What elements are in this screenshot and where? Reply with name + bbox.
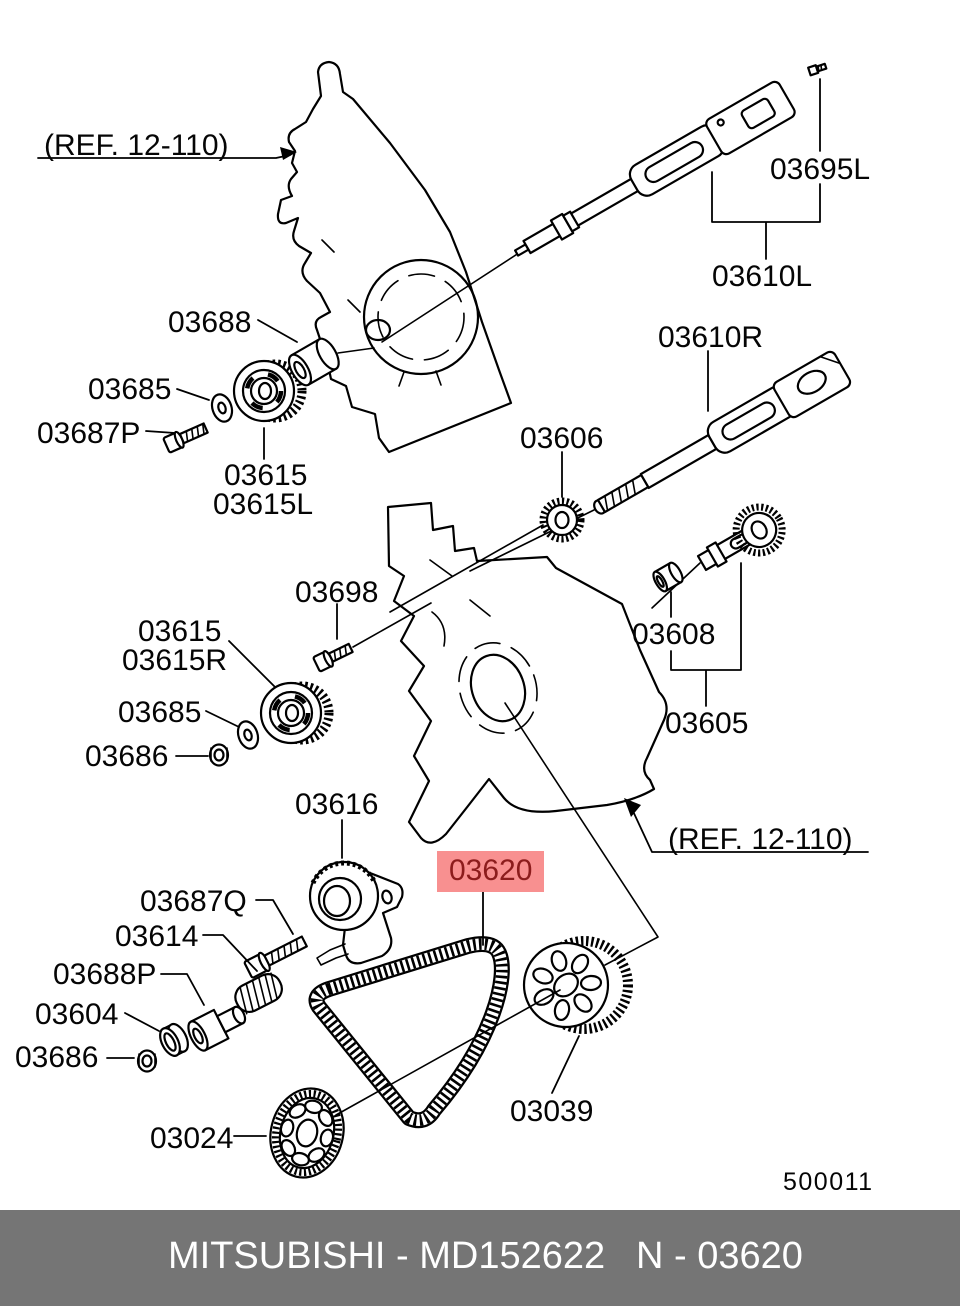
ref-label-top: (REF. 12-110) — [44, 129, 229, 162]
footer-part-number: N - 03620 — [636, 1235, 803, 1278]
part-label-03614[interactable]: 03614 — [115, 920, 199, 953]
part-label-03687Q[interactable]: 03687Q — [140, 885, 247, 918]
gear-03606-drawing — [539, 497, 585, 543]
balance-shaft-left-drawing — [514, 80, 796, 257]
part-label-03604[interactable]: 03604 — [35, 998, 119, 1031]
pivot-03688P-drawing — [187, 1005, 247, 1052]
footer-bar: MITSUBISHI - MD152622 N - 03620 — [0, 1210, 960, 1306]
part-label-03695L[interactable]: 03695L — [770, 153, 871, 186]
nut-03686-mid-drawing — [208, 743, 230, 767]
bolt-03687P-drawing — [162, 422, 209, 454]
part-label-03616[interactable]: 03616 — [295, 788, 379, 821]
bolt-03695L-drawing — [807, 62, 828, 77]
front-case-drawing — [276, 60, 513, 454]
timing-gear-right-drawing — [259, 681, 334, 745]
part-label-03698[interactable]: 03698 — [295, 576, 379, 609]
part-label-03610L[interactable]: 03610L — [712, 260, 813, 293]
part-label-03608[interactable]: 03608 — [632, 618, 716, 651]
ref-label-bottom: (REF. 12-110) — [668, 823, 853, 856]
part-label-03688P[interactable]: 03688P — [53, 958, 157, 991]
part-label-03605[interactable]: 03605 — [665, 707, 749, 740]
leader-lines — [37, 78, 869, 1137]
bolt-03698-drawing — [312, 642, 354, 673]
seal-03604-drawing — [159, 1022, 189, 1057]
tensioner-03616-drawing — [308, 860, 404, 966]
crankshaft-sprocket-drawing — [269, 1087, 345, 1179]
part-label-03615R[interactable]: 03615R — [122, 644, 228, 677]
part-label-03620-highlighted[interactable]: 03620 — [437, 851, 545, 892]
lower-case-drawing — [386, 501, 668, 844]
part-label-03615L[interactable]: 03615L — [213, 488, 314, 521]
part-label-03615-right[interactable]: 03615 — [138, 615, 222, 648]
spring-03614-drawing — [234, 972, 283, 1015]
bushing-03608-drawing — [652, 561, 684, 593]
drawing-number: 500011 — [783, 1168, 874, 1196]
nut-03686-bottom-drawing — [136, 1049, 158, 1073]
camshaft-sprocket-drawing — [522, 936, 633, 1034]
part-label-03610R[interactable]: 03610R — [658, 321, 764, 354]
part-label-03688[interactable]: 03688 — [168, 306, 252, 339]
bearing-03688-drawing — [287, 337, 340, 387]
washer-03685-mid-drawing — [236, 720, 260, 750]
timing-belt-drawing — [308, 936, 510, 1129]
part-label-03606[interactable]: 03606 — [520, 422, 604, 455]
part-label-03686-mid[interactable]: 03686 — [85, 740, 169, 773]
washer-03685-top-drawing — [210, 393, 234, 423]
timing-gear-left-drawing — [232, 359, 307, 423]
bolt-03687Q-drawing — [243, 935, 308, 979]
part-label-03685-mid[interactable]: 03685 — [118, 696, 202, 729]
part-label-03687P[interactable]: 03687P — [37, 417, 141, 450]
balance-shaft-right-drawing — [593, 350, 852, 515]
part-label-03039[interactable]: 03039 — [510, 1095, 594, 1128]
part-label-03615-left[interactable]: 03615 — [224, 459, 308, 492]
part-label-03024[interactable]: 03024 — [150, 1122, 234, 1155]
part-label-03686-bottom[interactable]: 03686 — [15, 1041, 99, 1074]
part-label-03685-top[interactable]: 03685 — [88, 373, 172, 406]
footer-part-info: MITSUBISHI - MD152622 — [168, 1235, 606, 1278]
